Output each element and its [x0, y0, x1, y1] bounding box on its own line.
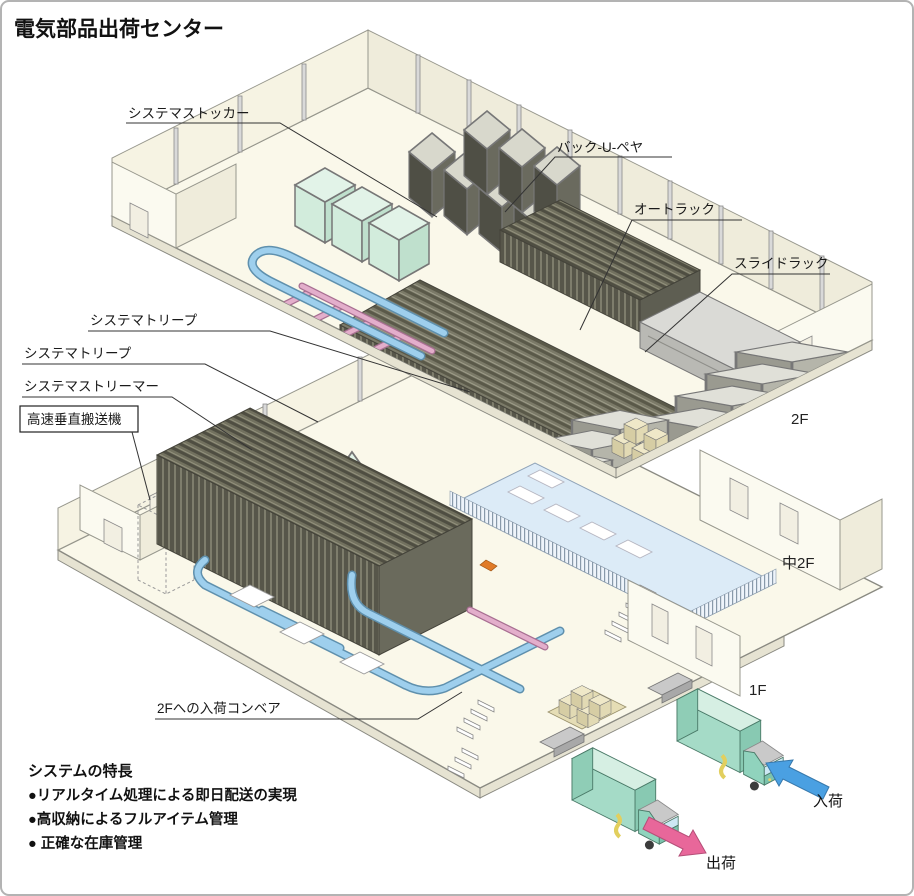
1f-rooms: [627, 579, 741, 697]
lower-building: [56, 321, 884, 799]
label-inbound-conveyor-2f: 2Fへの入荷コンベア: [157, 701, 281, 716]
1f-rack-block: [155, 407, 474, 656]
equipment-labels: システマストッカー バック-U-ペヤ オートラック スライドラック システマトリ…: [19, 106, 830, 720]
floor-label-m2f: 中2F: [782, 555, 815, 572]
ghost-racks: [506, 469, 654, 559]
floor-label-1f: 1F: [749, 682, 767, 699]
label-systema-trieve-2f: システマトリープ: [90, 313, 198, 328]
inbound-label: 入荷: [813, 793, 843, 810]
outbound-arrow-icon: [642, 816, 707, 857]
label-systema-trieve-1f: システマトリープ: [24, 346, 132, 361]
label-auto-rack: オートラック: [634, 202, 715, 217]
features-block: システムの特長 ●リアルタイム処理による即日配送の実現 ●高収納によるフルアイテ…: [28, 762, 297, 852]
label-box-vertical-conveyor: [19, 405, 139, 433]
label-vertical-conveyor: 高速垂直搬送機: [27, 411, 122, 427]
work-tables: [228, 584, 386, 675]
upper-building-2f: [110, 29, 874, 479]
1f-stairs: [447, 699, 495, 779]
feature-item: ●高収納によるフルアイテム管理: [28, 810, 238, 828]
feature-item: ● 正確な在庫管理: [28, 834, 143, 852]
1f-conveyors: [193, 555, 565, 696]
page-title: 電気部品出荷センター: [14, 17, 224, 41]
label-system-stocker: システマストッカー: [128, 106, 250, 121]
feature-item: ●リアルタイム処理による即日配送の実現: [28, 786, 297, 804]
pallet-stack: [547, 685, 627, 730]
dock-ramps: [539, 672, 693, 758]
label-systema-streamer: システマストリーマー: [24, 379, 159, 394]
inbound-arrow-icon: [765, 759, 830, 800]
orange-tote: [479, 559, 498, 572]
features-heading: システムの特長: [28, 762, 134, 780]
label-slide-rack: スライドラック: [734, 256, 829, 271]
label-pack-u-veyor: バック-U-ペヤ: [557, 140, 643, 155]
outbound-label: 出荷: [706, 855, 736, 872]
floor-label-2f: 2F: [791, 411, 809, 428]
m2f-rooms: [699, 449, 883, 591]
